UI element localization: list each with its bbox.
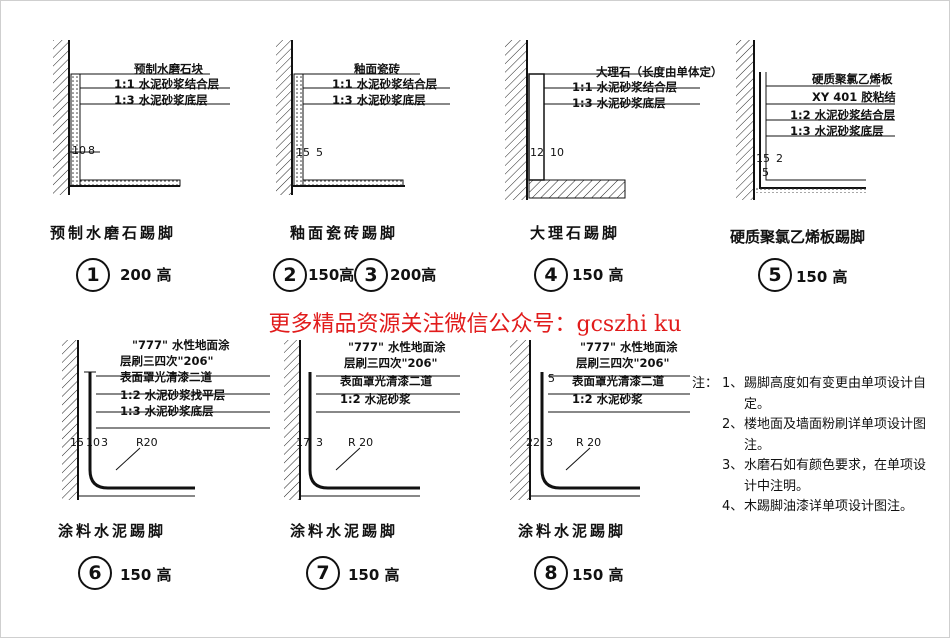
detail-5-number: 5 — [758, 258, 792, 292]
detail-4-dim-a: 12 — [530, 146, 544, 159]
note-item-2: 2、 楼地面及墙面粉刷详单项设计图注。 — [692, 415, 932, 456]
detail-7-layer-3: 表面罩光清漆二道 — [340, 374, 432, 388]
note-item-4: 4、 木踢脚油漆详单项设计图注。 — [692, 497, 932, 518]
detail-3-height: 200高 — [390, 266, 437, 284]
detail-6-number: 6 — [78, 556, 112, 590]
detail-5-layer-3: 1:2 水泥砂浆结合层 — [790, 108, 896, 122]
detail-6-height: 150 高 — [120, 566, 172, 584]
detail-2-layer-2: 1:1 水泥砂浆结合层 — [332, 77, 438, 91]
detail-8-layer-1: "777" 水性地面涂 — [580, 340, 678, 354]
detail-5-dim-c: 5 — [762, 166, 769, 179]
note-2-index: 2、 — [722, 417, 744, 432]
detail-1-layer-1: 预制水磨石块 — [134, 62, 203, 76]
note-3-text: 水磨石如有颜色要求，在单项设计中注明。 — [744, 458, 927, 494]
detail-1-layer-3: 1:3 水泥砂浆底层 — [114, 93, 208, 107]
detail-8-number: 8 — [534, 556, 568, 590]
notes-lead: 注： — [692, 376, 719, 391]
detail-8-dim-a: 22 — [526, 436, 540, 449]
detail-1-layer-2: 1:1 水泥砂浆结合层 — [114, 77, 220, 91]
detail-7-dim-a: 17 — [296, 436, 310, 449]
note-1-index: 1、 — [722, 376, 744, 391]
detail-8-layer-4: 1:2 水泥砂浆 — [572, 392, 643, 406]
detail-2-height: 150高 — [308, 266, 355, 284]
detail-7-section — [284, 340, 460, 500]
detail-1-dim-b: 8 — [88, 144, 95, 157]
detail-7-layer-1: "777" 水性地面涂 — [348, 340, 446, 354]
note-3-index: 3、 — [722, 458, 744, 473]
detail-6-layer-5: 1:3 水泥砂浆底层 — [120, 404, 214, 418]
detail-5-section — [736, 40, 895, 200]
detail-5-dim-b: 2 — [776, 152, 783, 165]
detail-6-dim-a: 15 — [70, 436, 84, 449]
detail-8-layer-2: 层刷三四次"206" — [576, 356, 670, 370]
detail-7-height: 150 高 — [348, 566, 400, 584]
detail-8-section — [510, 340, 690, 500]
detail-8-layer-3: 表面罩光清漆二道 — [572, 374, 664, 388]
detail-2-layer-3: 1:3 水泥砂浆底层 — [332, 93, 426, 107]
detail-7-dim-b: 3 — [316, 436, 323, 449]
detail-2-number: 2 — [273, 258, 307, 292]
detail-6-dim-c: 3 — [101, 436, 108, 449]
detail-1-number: 1 — [76, 258, 110, 292]
detail-6-layer-1: "777" 水性地面涂 — [132, 338, 230, 352]
detail-6-layer-3: 表面罩光清漆二道 — [120, 370, 212, 384]
detail-5-caption: 硬质聚氯乙烯板踢脚 — [730, 228, 866, 246]
detail-4-section — [505, 40, 700, 200]
detail-5-layer-4: 1:3 水泥砂浆底层 — [790, 124, 884, 138]
detail-3-number: 3 — [354, 258, 388, 292]
detail-4-layer-1: 大理石（长度由单体定） — [596, 65, 723, 79]
detail-5-layer-2: XY 401 胶粘结 — [812, 90, 896, 104]
detail-4-number: 4 — [534, 258, 568, 292]
detail-7-radius: R 20 — [348, 436, 374, 449]
detail-8-caption: 涂料水泥踢脚 — [518, 522, 627, 540]
detail-7-number: 7 — [306, 556, 340, 590]
detail-7-layer-2: 层刷三四次"206" — [344, 356, 438, 370]
detail-8-height: 150 高 — [572, 566, 624, 584]
detail-4-layer-3: 1:3 水泥砂浆底层 — [572, 96, 666, 110]
detail-6-caption: 涂料水泥踢脚 — [58, 522, 167, 540]
detail-4-height: 150 高 — [572, 266, 624, 284]
note-item-1: 注： 1、 踢脚高度如有变更由单项设计自定。 — [692, 374, 932, 415]
detail-6-layer-2: 层刷三四次"206" — [120, 354, 214, 368]
detail-5-dim-a: 15 — [756, 152, 770, 165]
detail-1-height: 200 高 — [120, 266, 172, 284]
note-item-3: 3、 水磨石如有颜色要求，在单项设计中注明。 — [692, 456, 932, 497]
promo-banner: 更多精品资源关注微信公众号：gcszhi ku — [268, 312, 682, 337]
detail-5-height: 150 高 — [796, 268, 848, 286]
notes-block: 注： 1、 踢脚高度如有变更由单项设计自定。 2、 楼地面及墙面粉刷详单项设计图… — [692, 374, 932, 518]
note-2-text: 楼地面及墙面粉刷详单项设计图注。 — [744, 417, 927, 453]
detail-1-dim-a: 10 — [72, 144, 86, 157]
detail-2-dim-a: 15 — [296, 146, 310, 159]
detail-5-layer-1: 硬质聚氯乙烯板 — [812, 72, 893, 86]
detail-6-section — [62, 340, 270, 500]
detail-4-dim-b: 10 — [550, 146, 564, 159]
detail-7-layer-4: 1:2 水泥砂浆 — [340, 392, 411, 406]
detail-8-dim-c: 5 — [548, 372, 555, 385]
detail-8-radius: R 20 — [576, 436, 602, 449]
detail-2-dim-b: 5 — [316, 146, 323, 159]
detail-6-radius: R20 — [136, 436, 158, 449]
detail-7-caption: 涂料水泥踢脚 — [290, 522, 399, 540]
note-1-text: 踢脚高度如有变更由单项设计自定。 — [744, 376, 927, 412]
detail-2-layer-1: 釉面瓷砖 — [354, 62, 400, 76]
detail-2-section — [276, 40, 450, 195]
detail-1-section — [53, 40, 230, 195]
note-4-text: 木踢脚油漆详单项设计图注。 — [744, 499, 914, 514]
detail-6-layer-4: 1:2 水泥砂浆找平层 — [120, 388, 226, 402]
detail-4-caption: 大理石踢脚 — [530, 224, 621, 242]
detail-1-caption: 预制水磨石踢脚 — [50, 224, 177, 242]
detail-4-layer-2: 1:1 水泥砂浆结合层 — [572, 80, 678, 94]
detail-8-dim-b: 3 — [546, 436, 553, 449]
note-4-index: 4、 — [722, 499, 744, 514]
detail-2-caption: 釉面瓷砖踢脚 — [290, 224, 399, 242]
detail-6-dim-b: 10 — [86, 436, 100, 449]
